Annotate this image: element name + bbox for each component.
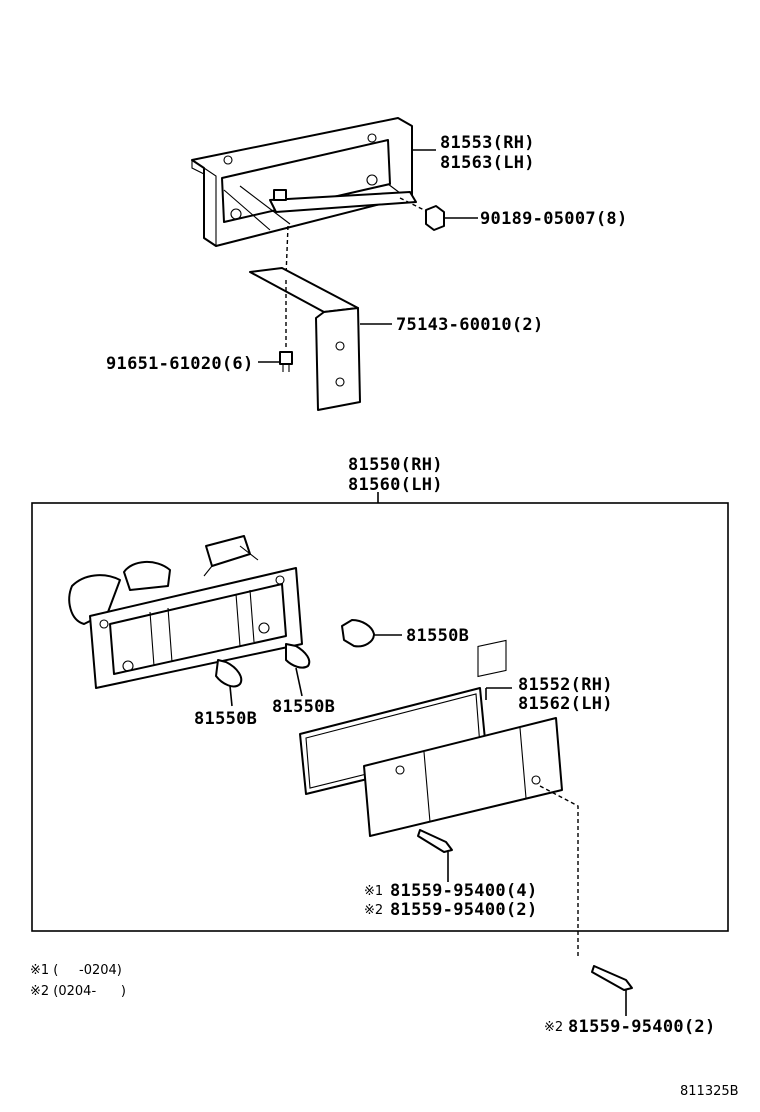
label-screw-ext: 81559-95400(2) (568, 1017, 716, 1037)
label-screw-1: 81559-95400(4) (390, 881, 538, 901)
label-screw-2: 81559-95400(2) (390, 900, 538, 920)
bulb-c-part (285, 643, 311, 697)
label-assy-rh: 81550(RH) (348, 455, 443, 475)
diagram-code: 811325B (680, 1084, 739, 1099)
bulb-b-part (215, 659, 243, 707)
screw-outer-part (539, 785, 633, 1016)
bulb-a-part (341, 619, 402, 648)
bolt-part (258, 280, 293, 372)
label-bolt: 91651-61020(6) (106, 354, 254, 374)
bracket-part (249, 225, 392, 411)
lens-part (363, 639, 563, 837)
label-bulb-a: 81550B (406, 626, 469, 646)
label-bracket: 75143-60010(2) (396, 315, 544, 335)
note-1: ※1 ( -0204) (30, 963, 122, 978)
note-2: ※2 (0204- ) (30, 984, 126, 999)
label-bulb-c: 81550B (272, 697, 335, 717)
label-assy-lh: 81560(LH) (348, 475, 443, 495)
label-screw-2-mark: ※2 (364, 903, 383, 918)
lamp-housing-part (68, 535, 303, 689)
label-screw-1-mark: ※1 (364, 884, 383, 899)
label-screw-ext-mark: ※2 (544, 1020, 563, 1035)
nut-part (399, 197, 478, 231)
label-bulb-b: 81550B (194, 709, 257, 729)
assembly-box (31, 502, 729, 932)
label-lens-rh: 81552(RH) (518, 675, 613, 695)
upper-frame-part (191, 117, 417, 247)
label-frame-rh: 81553(RH) (440, 133, 535, 153)
label-lens-lh: 81562(LH) (518, 694, 613, 714)
label-frame-lh: 81563(LH) (440, 153, 535, 173)
screw-inner-part (417, 829, 453, 882)
label-nut: 90189-05007(8) (480, 209, 628, 229)
